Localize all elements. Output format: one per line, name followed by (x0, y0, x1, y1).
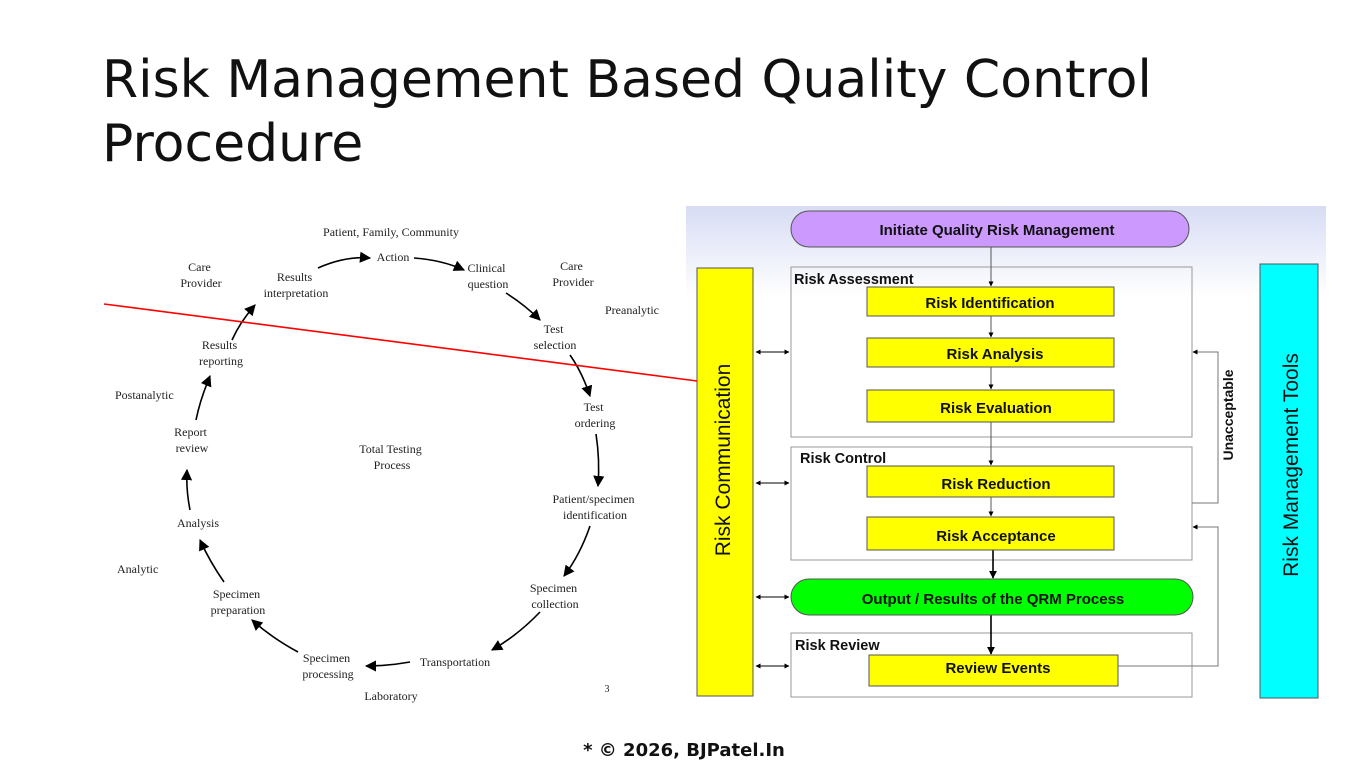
context-label-patient-family-community: Patient, Family, Community (323, 225, 459, 239)
risk-review-label: Risk Review (795, 638, 880, 654)
cycle-step-test-selection: Test selection (534, 322, 577, 352)
context-label-analytic: Analytic (117, 562, 158, 576)
cycle-arrow (413, 257, 466, 271)
review-feedback-loop (1118, 524, 1219, 667)
cycle-arrow (180, 468, 193, 511)
qrm-output-label: Output / Results of the QRM Process (862, 591, 1125, 608)
risk-reduction-box (866, 465, 1115, 498)
cycle-arrow (364, 660, 411, 672)
page-number: 3 (605, 684, 610, 695)
cycle-arrow (563, 525, 591, 577)
cycle-arrow (505, 292, 541, 321)
review-events-label: Review Events (945, 660, 1050, 677)
risk-assessment-label: Risk Assessment (794, 272, 914, 288)
risk-identification-box (866, 286, 1115, 317)
risk-evaluation-box (866, 389, 1115, 423)
context-label-care-provider-right: Care Provider (552, 259, 593, 289)
red-connector-line (103, 303, 698, 382)
cycle-arrow (317, 251, 372, 269)
qrm-flowchart: Risk Communication Risk Management Tools… (686, 206, 1326, 706)
cycle-step-analysis: Analysis (177, 516, 219, 530)
unacceptable-feedback-loop (1192, 349, 1219, 504)
risk-evaluation-label: Risk Evaluation (940, 400, 1052, 417)
cycle-step-specimen-processing: Specimen processing (302, 651, 353, 681)
cycle-step-transportation: Transportation (420, 655, 490, 669)
risk-analysis-box (866, 337, 1115, 368)
risk-communication-bar (696, 267, 754, 697)
risk-control-label: Risk Control (800, 451, 886, 467)
context-label-laboratory: Laboratory (364, 689, 417, 703)
cycle-arrow (251, 619, 299, 653)
context-label-care-provider-left: Care Provider (180, 260, 221, 290)
risk-analysis-label: Risk Analysis (947, 346, 1044, 363)
risk-reduction-label: Risk Reduction (941, 476, 1050, 493)
unacceptable-label: Unacceptable (1220, 369, 1236, 460)
total-testing-cycle: Action Clinical question Test selection … (115, 225, 659, 703)
cycle-arrow (593, 433, 605, 488)
context-label-preanalytic: Preanalytic (605, 303, 659, 317)
review-events-box (868, 654, 1119, 687)
slide-title: Risk Management Based Quality Control Pr… (102, 50, 1152, 174)
initiate-qrm-label: Initiate Quality Risk Management (879, 222, 1114, 239)
risk-management-tools-label: Risk Management Tools (1280, 353, 1303, 577)
cycle-step-patient-specimen-identification: Patient/specimen identification (553, 492, 638, 522)
cycle-step-results-reporting: Results reporting (199, 338, 243, 368)
risk-acceptance-label: Risk Acceptance (936, 528, 1056, 545)
cycle-arrow (491, 611, 541, 651)
cycle-arrow (195, 374, 212, 421)
copyright-footer: * © 2026, BJPatel.In (583, 740, 785, 761)
cycle-step-test-ordering: Test ordering (575, 400, 616, 430)
risk-acceptance-box (866, 516, 1115, 551)
cycle-step-specimen-preparation: Specimen preparation (211, 587, 266, 617)
cycle-step-specimen-collection: Specimen collection (530, 581, 580, 611)
cycle-arrow (569, 354, 593, 398)
cycle-arrows (180, 251, 605, 672)
qrm-output-box (790, 578, 1194, 616)
cycle-center-label: Total Testing Process (359, 442, 424, 472)
cycle-step-report-review: Report review (174, 425, 210, 455)
cycle-step-clinical-question: Clinical question (468, 261, 509, 291)
risk-communication-label: Risk Communication (712, 364, 735, 557)
context-label-postanalytic: Postanalytic (115, 388, 174, 402)
cycle-arrow (199, 538, 225, 583)
risk-management-tools-bar (1259, 263, 1319, 699)
initiate-qrm-box (790, 210, 1190, 248)
risk-identification-label: Risk Identification (925, 295, 1054, 312)
cycle-step-action: Action (377, 250, 410, 264)
cycle-step-results-interpretation: Results interpretation (264, 270, 329, 300)
